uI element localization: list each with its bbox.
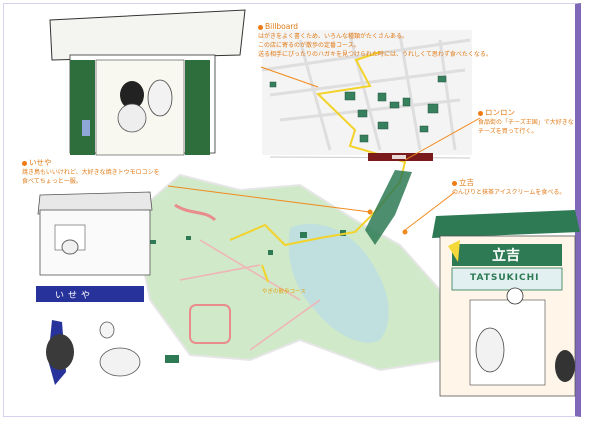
annotation-ronron-title: ロンロン (478, 108, 583, 117)
city-map (261, 30, 472, 155)
annotation-iseya: いせや 焼き鳥もいいけれど、大好きな焼きトウモロコシを 食べてちょっと一服。 (22, 158, 182, 186)
annotation-billboard-title-text: Billboard (265, 22, 299, 31)
annotation-billboard: Billboard はがきをよく書くため、いろんな種類がたくさんある。 この店に… (258, 22, 528, 59)
annotation-tachikichi: 立吉 のんびりと抹茶アイスクリームを食べる。 (452, 178, 582, 197)
annotation-tachikichi-title: 立吉 (452, 178, 582, 187)
bullet-icon (452, 180, 457, 186)
annotation-iseya-line-2: 食べてちょっと一服。 (22, 178, 82, 185)
route-label: やぎの散歩コース (262, 289, 306, 295)
iseya-sign: いせや (55, 291, 95, 301)
annotation-ronron: ロンロン 食品街の「チーズ王国」で大好きな チーズを買って行く。 (478, 108, 583, 136)
bullet-icon (258, 24, 263, 30)
bullet-icon (478, 110, 483, 116)
annotation-billboard-line-1: はがきをよく書くため、いろんな種類がたくさんある。 (258, 33, 409, 40)
tachikichi-sign-roman: TATSUKICHI (470, 273, 540, 283)
station (269, 153, 471, 245)
annotation-billboard-line-2: この店に寄るのが散歩の定番コース。 (258, 42, 360, 49)
iseya-shop-illustration (36, 191, 153, 385)
annotation-iseya-title: いせや (22, 158, 182, 167)
annotation-ronron-title-text: ロンロン (485, 108, 515, 117)
annotation-ronron-line-1: 食品街の「チーズ王国」で大好きな (478, 119, 574, 126)
annotation-iseya-title-text: いせや (29, 158, 52, 167)
leader-lines (167, 66, 481, 235)
tachikichi-sign-kanji: 立吉 (492, 248, 520, 264)
bullet-icon (22, 160, 27, 166)
annotation-billboard-line-3: 送る相手にぴったりのハガキを見つけられた時には、うれしくて思わず食べたくなる。 (258, 51, 492, 58)
page-frame (3, 3, 581, 417)
annotation-tachikichi-line-1: のんびりと抹茶アイスクリームを食べる。 (452, 189, 566, 196)
annotation-iseya-line-1: 焼き鳥もいいけれど、大好きな焼きトウモロコシを (22, 169, 160, 176)
billboard-shop-illustration (49, 9, 246, 156)
park-map (138, 173, 447, 372)
annotation-tachikichi-title-text: 立吉 (459, 178, 474, 187)
annotation-ronron-line-2: チーズを買って行く。 (478, 128, 538, 135)
annotation-billboard-title: Billboard (258, 22, 528, 31)
tachikichi-shop-illustration (432, 210, 580, 397)
